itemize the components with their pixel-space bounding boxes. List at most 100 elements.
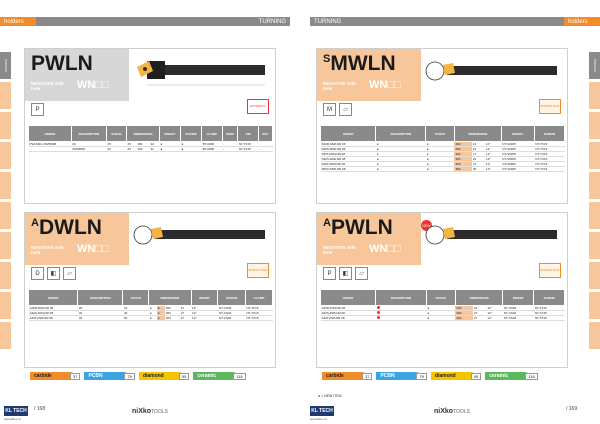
clamp-type-icon: M [323,103,336,116]
left-header-bar: holders TURNING [0,17,290,26]
side-tab[interactable] [0,262,11,289]
new-item-note: ● = NEW ITEM [318,394,342,398]
new-badge: NEW [421,220,432,231]
right-header-category: holders [564,17,600,26]
col-insert: INSERT [158,125,181,142]
product-code: APWLN [323,216,393,239]
angle-icon: ▱ [355,267,368,280]
side-tab[interactable] [589,322,600,349]
side-tab-turning[interactable]: TURNING [589,52,600,79]
title-box: ADWLN NEGATIVE with hole WN□□ [25,213,129,265]
new-item-dot [376,311,380,314]
feature-icons: P ◧ ▱ [323,267,368,283]
side-tab[interactable] [0,82,11,109]
usage-badge: EXTERNAL [247,99,269,114]
col-description: DESCRIPTION [70,125,107,142]
product-code: PWLN [31,52,93,75]
brand-logo: niXkoTOOLS [434,408,470,415]
boring-bar-drawing [425,61,557,81]
side-tab[interactable] [0,112,11,139]
angle-icon: ▱ [63,267,76,280]
feature-icons: P [31,103,44,119]
side-tab[interactable] [0,202,11,229]
col-shim: SHIM [221,125,239,142]
left-side-tabs: TURNING [0,52,11,352]
col-screw: SCREW [179,125,203,142]
side-tab[interactable] [0,292,11,319]
side-tab[interactable] [589,112,600,139]
side-tab[interactable] [589,292,600,319]
clamp-type-icon: D [31,267,44,280]
side-tab[interactable] [0,232,11,259]
title-box: APWLN NEGATIVE with hole WN□□ [317,213,421,265]
product-subtitle: NEGATIVE with hole [323,245,356,255]
side-tab[interactable] [0,322,11,349]
product-section-pwln: PWLN NEGATIVE with hole WN□□ P EXTERNAL … [24,48,276,204]
product-section-a-pwln: APWLN NEGATIVE with hole WN□□ NEW P ◧ ▱ … [316,212,568,368]
side-tab[interactable] [589,172,600,199]
new-item-dot [376,316,380,319]
angle-icon: ▱ [339,103,352,116]
left-header-category: holders [0,17,36,26]
kl-tech-logo: KL TECH [310,406,334,416]
title-box: PWLN NEGATIVE with hole WN□□ [25,49,129,101]
right-side-tabs: TURNING [589,52,600,352]
side-tab-turning[interactable]: TURNING [0,52,11,79]
col-stock: STOCK [105,125,128,142]
feature-icons: D ◧ ▱ [31,267,76,283]
new-item-dot [376,306,380,309]
side-tab[interactable] [0,172,11,199]
product-code: SMWLN [323,52,396,75]
clamp-type-icon: P [31,103,44,116]
side-tab[interactable] [0,142,11,169]
right-page: TURNING holders TURNING SMWLN NEGATIVE w… [300,0,600,424]
side-tab[interactable] [589,142,600,169]
page-number: / 169 [566,406,578,412]
right-header-section: TURNING [310,17,564,26]
side-tab[interactable] [589,82,600,109]
holder-drawing [137,61,265,86]
usage-badge: BORING BAR [539,99,561,114]
product-subtitle: NEGATIVE with hole [31,245,64,255]
side-tab[interactable] [589,262,600,289]
coolant-icon: ◧ [339,267,352,280]
usage-badge: BORING BAR [539,263,561,278]
insert-type: WN□□ [369,79,401,91]
kl-url: www.kltec.cz [310,417,328,421]
right-header-bar: TURNING holders [310,17,600,26]
col-pin: PIN [237,125,260,142]
insert-type: WN□□ [369,243,401,255]
left-header-section: TURNING [36,17,290,26]
side-tab[interactable] [589,202,600,229]
boring-bar-drawing [425,225,557,245]
col-order: ORDER [28,125,72,142]
page-number: / 168 [34,406,46,412]
side-tab[interactable] [589,232,600,259]
coolant-icon: ◧ [47,267,60,280]
left-footer: KL TECH www.kltec.cz / 168 niXkoTOOLS [0,402,300,424]
insert-type: WN□□ [77,79,109,91]
